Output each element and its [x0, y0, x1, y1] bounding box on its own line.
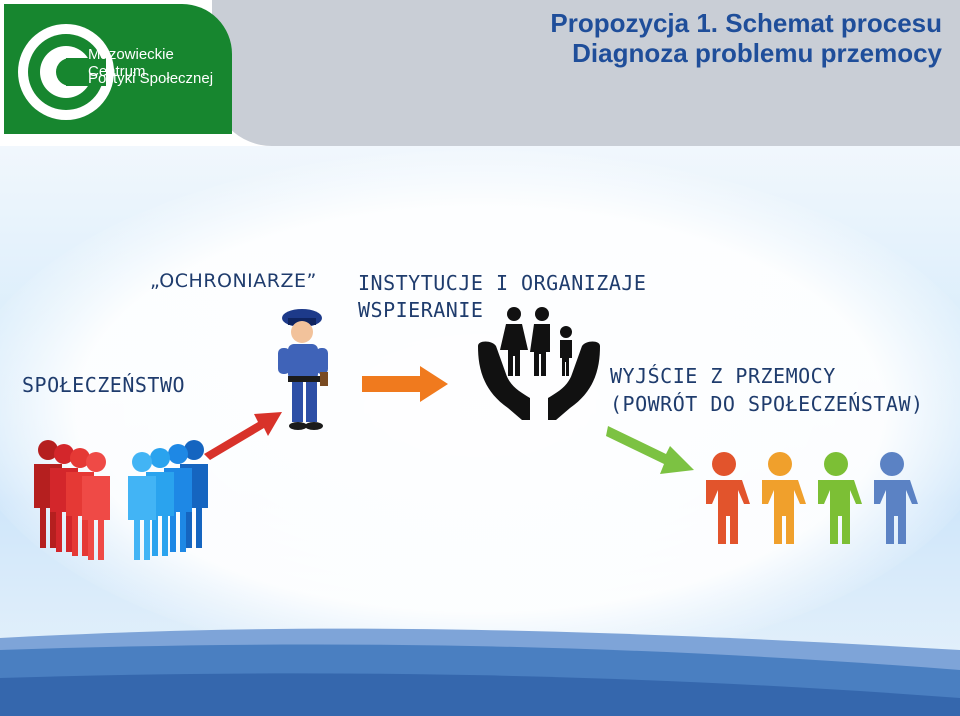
- logo-text-line1: Mazowieckie Centrum: [88, 46, 174, 80]
- arrow-green-icon: [606, 426, 694, 474]
- arrow-orange-icon: [362, 366, 448, 402]
- label-ochroniarze: „OCHRONIARZE”: [150, 270, 317, 292]
- label-instytucje-line1: INSTYTUCJE I ORGANIZAJE: [358, 271, 647, 295]
- logo-ring-icon: [18, 24, 114, 120]
- police-officer-icon: [278, 309, 328, 430]
- people-row-icon: [706, 452, 918, 544]
- page-subtitle: Diagnoza problemu przemocy: [572, 38, 942, 68]
- label-wyjscie-line2: (POWRÓT DO SPOŁECZEŃSTAW): [610, 392, 924, 416]
- footer-wave: [0, 628, 960, 716]
- header-title-panel: [212, 0, 960, 146]
- logo-text-line2: Polityki Społecznej: [88, 70, 214, 87]
- label-instytucje-line2: WSPIERANIE: [358, 298, 484, 322]
- background-glow: [0, 150, 960, 670]
- people-group-icon: [34, 440, 208, 560]
- page-title: Propozycja 1. Schemat procesu: [550, 8, 942, 38]
- logo: Mazowieckie Centrum Polityki Społecznej: [4, 4, 232, 134]
- label-spoleczenstwo: SPOŁECZEŃSTWO: [22, 373, 186, 397]
- label-wyjscie-line1: WYJŚCIE Z PRZEMOCY: [610, 364, 836, 388]
- family-in-hands-icon: [478, 307, 600, 420]
- arrow-red-icon: [204, 412, 282, 460]
